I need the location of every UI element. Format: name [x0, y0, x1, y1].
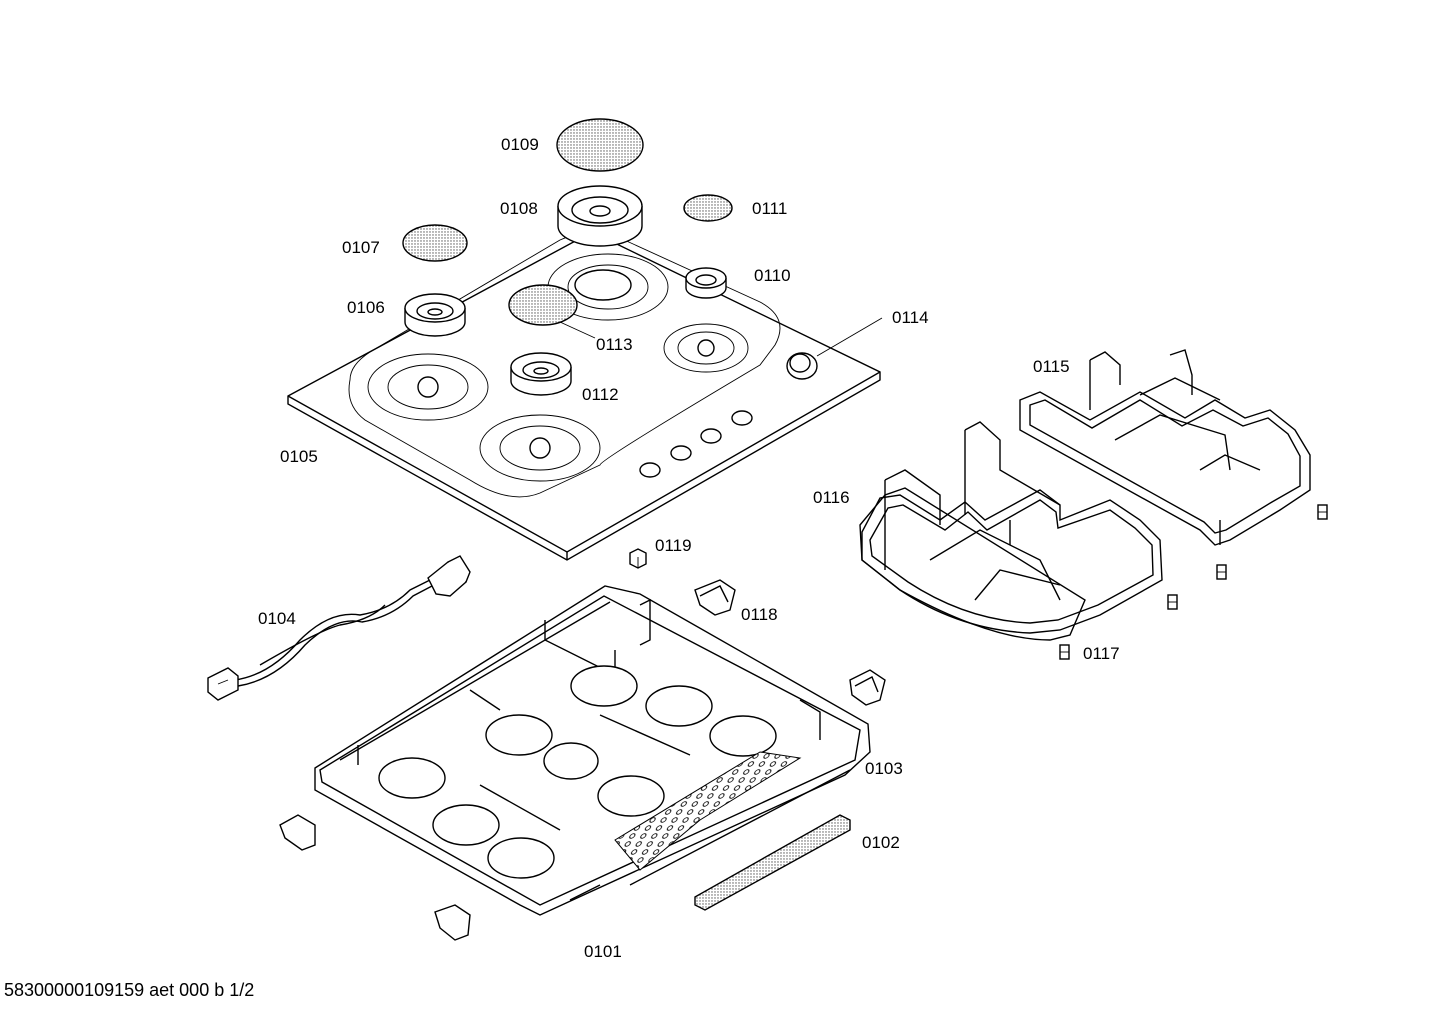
label-0110: 0110: [754, 266, 791, 285]
burner-cap-0111: [683, 194, 733, 222]
clip-top: [694, 579, 736, 616]
burner-cap-0107: [402, 224, 468, 262]
label-0104: 0104: [258, 609, 296, 628]
label-0115: 0115: [1033, 357, 1070, 376]
label-0118: 0118: [741, 605, 778, 624]
label-0111: 0111: [752, 199, 787, 218]
sealing-strip: [694, 814, 851, 911]
burner-ring-0110: [685, 267, 727, 299]
clip-right: [849, 669, 886, 706]
knob-part: [786, 317, 883, 380]
spacer-0119: [629, 548, 647, 569]
burner-ring-0108: [557, 185, 643, 247]
label-0112: 0112: [582, 385, 619, 404]
label-0114: 0114: [892, 308, 929, 327]
label-0109: 0109: [501, 135, 539, 154]
label-0116: 0116: [813, 488, 850, 507]
burner-ring-0112: [510, 352, 572, 396]
rubber-feet: [1059, 504, 1328, 660]
clip-bottom: [434, 904, 471, 941]
burner-cap-0109: [556, 118, 644, 172]
label-0117: 0117: [1083, 644, 1120, 663]
label-0119: 0119: [655, 536, 692, 555]
burner-ring-0106: [404, 293, 466, 337]
power-cable: [207, 555, 471, 701]
label-0105: 0105: [280, 447, 318, 466]
base-tray: [314, 585, 871, 916]
label-0108: 0108: [500, 199, 538, 218]
label-0102: 0102: [862, 833, 900, 852]
pan-support-0116: [859, 421, 1163, 641]
label-0113: 0113: [596, 335, 633, 354]
label-0101: 0101: [584, 942, 622, 961]
pan-support-0115: [1019, 349, 1311, 546]
clip-left: [279, 814, 316, 851]
label-0106: 0106: [347, 298, 385, 317]
label-0107: 0107: [342, 238, 380, 257]
label-0103: 0103: [865, 759, 903, 778]
drawing-reference: 58300000109159 aet 000 b 1/2: [4, 980, 255, 1000]
burner-cap-0113: [508, 284, 578, 326]
